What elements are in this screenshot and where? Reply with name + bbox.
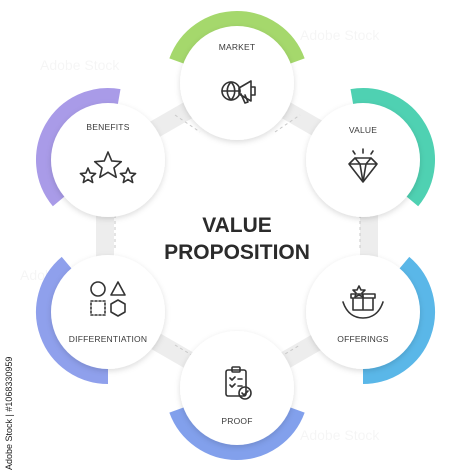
svg-text:Adobe Stock: Adobe Stock bbox=[40, 57, 120, 73]
node-circle bbox=[51, 103, 165, 217]
gift-box-hands-icon bbox=[342, 285, 384, 319]
node-circle bbox=[180, 331, 294, 445]
clipboard-checklist-icon bbox=[225, 366, 252, 400]
node-value: VALUE bbox=[306, 88, 435, 217]
node-circle bbox=[180, 26, 294, 140]
diamond-icon bbox=[348, 148, 378, 183]
node-label: DIFFERENTIATION bbox=[69, 334, 147, 344]
node-label: VALUE bbox=[349, 125, 377, 135]
title-line-2: PROPOSITION bbox=[164, 241, 310, 264]
svg-text:Adobe Stock: Adobe Stock bbox=[300, 27, 380, 43]
node-label: MARKET bbox=[219, 42, 256, 52]
node-differentiation: DIFFERENTIATION bbox=[36, 255, 165, 384]
node-circle bbox=[306, 255, 420, 369]
node-proof: PROOF bbox=[169, 331, 305, 460]
node-benefits: BENEFITS bbox=[36, 88, 165, 217]
node-circle bbox=[306, 103, 420, 217]
megaphone-globe-icon bbox=[221, 80, 256, 104]
svg-text:Adobe Stock: Adobe Stock bbox=[300, 427, 380, 443]
node-offerings: OFFERINGS bbox=[306, 255, 435, 384]
node-label: BENEFITS bbox=[86, 122, 129, 132]
node-arc bbox=[169, 11, 305, 65]
stock-id: Adobe Stock | #1068330959 bbox=[4, 357, 14, 470]
node-label: OFFERINGS bbox=[337, 334, 389, 344]
shapes-icon bbox=[90, 281, 126, 317]
node-arc bbox=[36, 256, 109, 384]
node-arc bbox=[362, 256, 435, 384]
nodes: MARKET VALUE OFFERINGS PROOF DIFFERENTIATION… bbox=[36, 11, 435, 460]
node-arc bbox=[350, 88, 435, 207]
node-arc bbox=[169, 406, 305, 460]
stars-icon bbox=[79, 151, 137, 184]
node-market: MARKET bbox=[169, 11, 305, 140]
node-arc bbox=[36, 88, 121, 207]
node-circle bbox=[51, 255, 165, 369]
title-line-1: VALUE bbox=[202, 214, 272, 237]
node-label: PROOF bbox=[221, 416, 252, 426]
